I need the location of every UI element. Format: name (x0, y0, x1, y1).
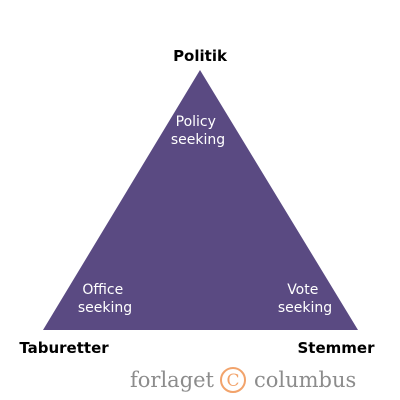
corner-label-top: Policy seeking (171, 114, 225, 148)
corner-label-left: Office seeking (78, 282, 132, 316)
corner-label-right-line-2: seeking (278, 300, 332, 316)
corner-label-right: Vote seeking (278, 282, 332, 316)
publisher-logo: forlaget C columbus (130, 367, 356, 393)
corner-label-left-line-1: Office (82, 282, 123, 298)
vertex-label-top: Politik (173, 47, 228, 65)
corner-label-top-line-2: seeking (171, 132, 225, 148)
vertex-label-right: Stemmer (298, 339, 376, 357)
corner-label-top-line-1: Policy (176, 114, 216, 130)
logo-word-right: columbus (254, 368, 356, 392)
corner-label-left-line-2: seeking (78, 300, 132, 316)
vertex-label-left: Taburetter (19, 339, 109, 357)
logo-word-left: forlaget (130, 368, 215, 392)
copyright-c-icon: C (226, 371, 239, 391)
corner-label-right-line-1: Vote (287, 282, 318, 298)
copyright-circle-icon (220, 367, 246, 393)
triangle-shape (43, 70, 358, 330)
